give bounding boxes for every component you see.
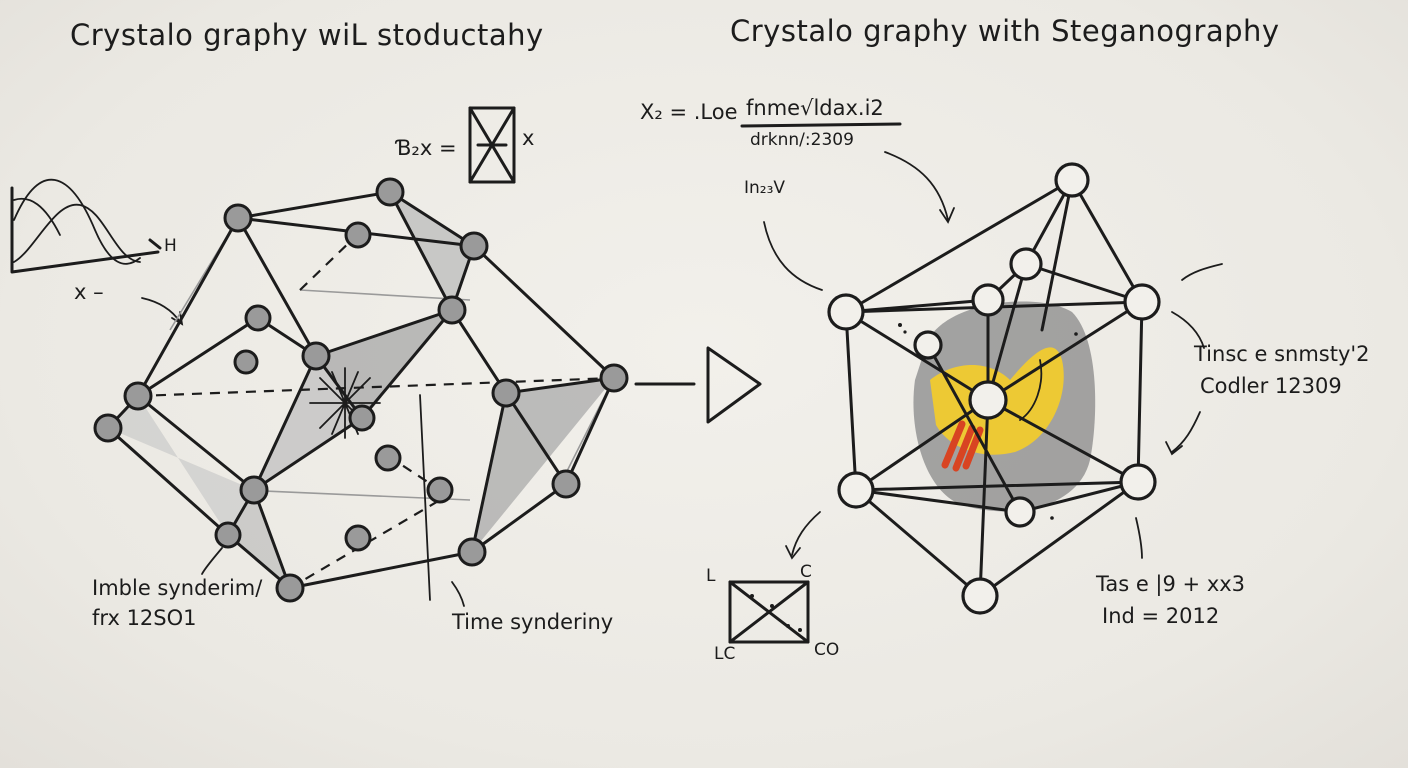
atom [225,205,251,231]
atom [235,351,257,373]
transform-arrow [636,348,760,422]
atom [277,575,303,601]
left-title: Crystalo graphy wiL stoductahy [70,18,544,52]
ln-leader [764,222,822,290]
atom [428,478,452,502]
atom [95,415,121,441]
speck [1050,516,1054,520]
atom [125,383,151,409]
center-atom [970,382,1006,418]
right-label-arrow [1172,412,1200,452]
ln-label: In₂₃V [744,178,785,198]
atom [1011,249,1041,279]
atom [461,233,487,259]
dot [770,604,774,608]
speck [903,330,906,333]
bottom-right-leader [1136,518,1142,558]
glyph-box-cross [470,108,514,182]
atom [1125,285,1159,319]
wave-graph-tick [150,240,160,248]
dot [786,624,790,628]
bottom-right-label-line2: Ind = 2012 [1102,604,1219,628]
atom [350,406,374,430]
formula-numerator: fnme√ldax.i2 [746,96,884,120]
formula-arrow [885,152,948,220]
atom [246,306,270,330]
square-diagonals [730,582,808,642]
square-arrow [792,512,820,555]
square-dots [750,594,802,632]
speck [1074,332,1078,336]
formula-denominator: drknn/:2309 [750,130,854,150]
atom [346,223,370,247]
atom [973,285,1003,315]
wave-axis-tick-label: H [164,236,177,256]
formula-fraction-bar [742,124,900,126]
atom [241,477,267,503]
shaded-face-right [472,378,614,552]
unit-cell-square [730,582,808,642]
square-corner-bl: LC [714,644,735,664]
shaded-face-left [108,396,254,535]
atom [1006,498,1034,526]
dot [750,594,754,598]
leader-bottom-left [202,548,222,574]
atom [216,523,240,547]
atom [553,471,579,497]
square-corner-tr: C [800,562,812,582]
bottom-left-label-line1: Imble synderim/ [92,576,262,600]
bottom-right-label-line1: Tas e |9 + xx3 [1096,572,1245,596]
leader-bottom-mid [452,582,464,606]
bottom-left-label-line2: frx 12SO1 [92,606,197,630]
dot [798,628,802,632]
square-corner-tl: L [706,566,715,586]
wave-graph [12,180,160,272]
right-label-line2: Codler 12309 [1200,374,1342,398]
bottom-mid-label: Time synderiny [452,610,613,634]
speck [898,323,902,327]
atom [963,579,997,613]
atom [493,380,519,406]
atom [1056,164,1088,196]
atom [839,473,873,507]
atom [376,446,400,470]
atom [915,332,941,358]
atom [439,297,465,323]
hidden-edge-top [300,236,356,290]
atom [303,343,329,369]
right-top-tick [1182,264,1222,280]
atom [829,295,863,329]
wave-curve-2 [14,205,140,262]
atom [377,179,403,205]
formula-head: X₂ = .Loe [640,100,738,124]
right-polyhedron [829,164,1159,613]
atom [1121,465,1155,499]
atom [346,526,370,550]
equation-label: Ɓ₂x = [396,136,457,160]
wave-graph-axes [12,188,158,272]
right-atoms [829,164,1159,613]
right-label-arrowhead [1166,442,1182,454]
arrow-head [708,348,760,422]
atom [601,365,627,391]
right-title: Crystalo graphy with Steganography [730,14,1280,48]
atom [459,539,485,565]
equation-variable: x [522,126,534,150]
right-label-line1: Tinsc e snmsty'2 [1194,342,1370,366]
square-corner-br: CO [814,640,839,660]
equation-glyph-box [470,108,514,182]
x-pointer-label: x – [74,280,104,304]
